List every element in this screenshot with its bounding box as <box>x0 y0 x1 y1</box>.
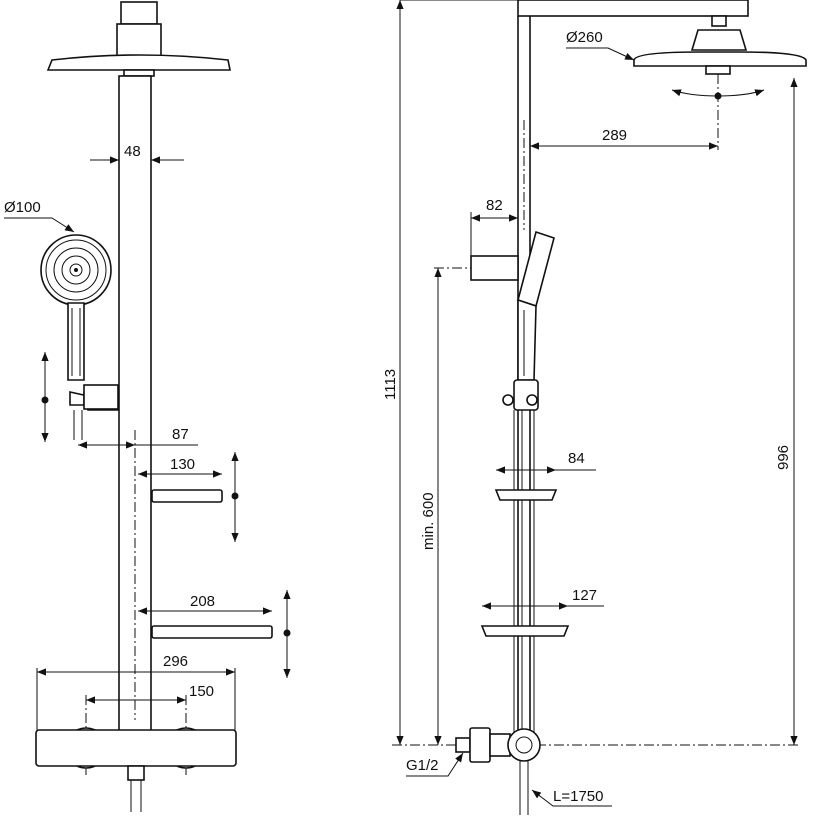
dim-head-shower-diameter-label: Ø260 <box>566 29 603 46</box>
dim-large-shelf-depth: 127 <box>482 587 604 610</box>
dim-arm-projection: 289 <box>530 74 719 150</box>
front-small-shelf <box>151 489 223 503</box>
dim-min-height: min. 600 <box>420 267 471 745</box>
dim-large-shelf-width: 208 <box>138 593 272 615</box>
side-top-arm <box>517 0 749 17</box>
hose-length-label-text: L=1750 <box>553 788 603 805</box>
dim-bar-width: 48 <box>90 143 184 164</box>
side-hand-shower <box>502 230 555 411</box>
dim-hand-shower-diameter-label: Ø100 <box>4 199 41 216</box>
dim-wall-bracket-depth: 82 <box>470 197 518 256</box>
front-head-nozzle <box>123 69 155 77</box>
front-riser-bar <box>118 75 152 732</box>
front-top-bracket <box>120 1 158 25</box>
dim-head-height: 996 <box>775 78 798 745</box>
dim-arm-projection-label: 289 <box>602 127 627 144</box>
dim-thermostat-centers-label: 150 <box>189 683 214 700</box>
side-large-shelf <box>480 625 570 637</box>
dim-hand-shower-offset-label: 87 <box>172 426 189 443</box>
large-shelf-slide-arrow <box>283 590 291 678</box>
dim-bar-width-label: 48 <box>124 143 141 160</box>
side-head-cone <box>690 29 748 51</box>
dim-head-shower-diameter: Ø260 <box>566 29 635 61</box>
dim-wall-bracket-depth-label: 82 <box>486 197 503 214</box>
side-head-nozzle <box>705 65 731 75</box>
side-small-shelf <box>494 489 558 501</box>
side-wall-connection <box>455 727 541 815</box>
front-hand-shower <box>40 234 119 440</box>
front-thermostat-mixer <box>35 727 237 812</box>
hose-length-label: L=1750 <box>531 788 612 807</box>
front-view: 48 Ø100 <box>4 1 291 812</box>
dim-small-shelf-depth-label: 84 <box>568 450 585 467</box>
front-large-shelf <box>151 625 273 639</box>
dim-large-shelf-depth-label: 127 <box>572 587 597 604</box>
side-arm-joint <box>711 15 727 27</box>
hand-shower-slide-arrow <box>41 352 49 442</box>
connection-label: G1/2 <box>406 752 464 777</box>
dim-total-height-label: 1113 <box>382 369 399 400</box>
dim-small-shelf-width: 130 <box>138 456 222 478</box>
dim-head-height-label: 996 <box>775 445 792 470</box>
front-head-mount <box>116 23 162 57</box>
dim-thermostat-width-label: 296 <box>163 653 188 670</box>
dim-min-height-label: min. 600 <box>420 492 437 550</box>
dim-large-shelf-width-label: 208 <box>190 593 215 610</box>
front-head-shower <box>46 54 231 71</box>
dim-thermostat-width: 296 <box>36 653 236 735</box>
side-view: Ø260 289 82 <box>382 0 807 815</box>
side-wall-bracket <box>470 255 519 281</box>
dim-small-shelf-width-label: 130 <box>170 456 195 473</box>
dim-small-shelf-depth: 84 <box>496 450 596 474</box>
dim-total-height: 1113 <box>382 0 518 745</box>
connection-label-text: G1/2 <box>406 757 439 774</box>
side-head-shower <box>633 51 807 67</box>
dim-hand-shower-diameter: Ø100 <box>4 199 75 233</box>
small-shelf-slide-arrow <box>231 452 239 542</box>
